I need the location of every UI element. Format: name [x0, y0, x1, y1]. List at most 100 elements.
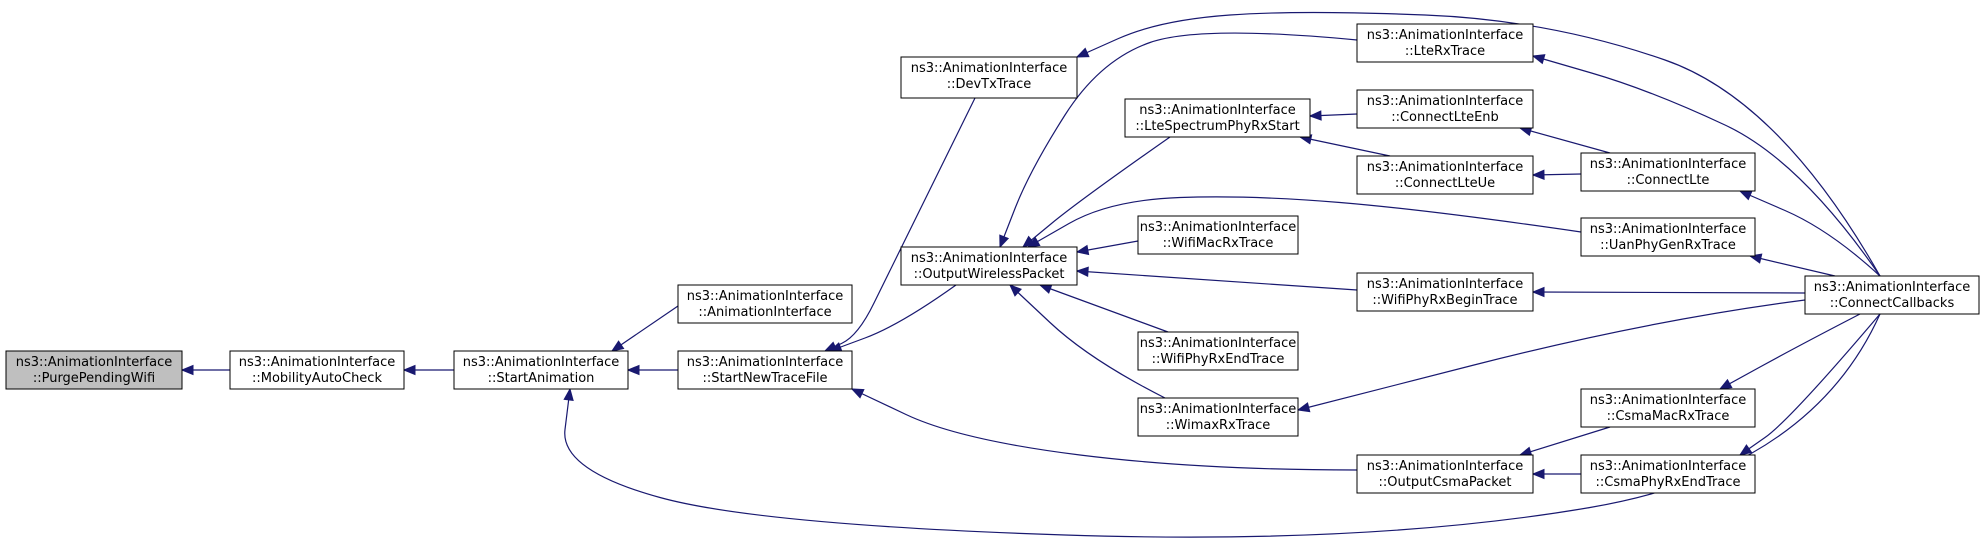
- edge-line: [1022, 136, 1171, 248]
- edge-animif-to-startanim: [610, 305, 679, 352]
- edges-layer: [180, 11, 1881, 538]
- node-label-line2: ::StartAnimation: [488, 371, 595, 386]
- node-box: [1580, 152, 1756, 192]
- edge-line: [1519, 426, 1611, 456]
- node-connlte[interactable]: ns3::AnimationInterface::ConnectLte: [1580, 152, 1756, 192]
- edge-connlte-to-connlteenb: [1518, 126, 1611, 154]
- edge-csmamac-to-outcsma: [1518, 426, 1611, 457]
- node-csmaphyend[interactable]: ns3::AnimationInterface::CsmaPhyRxEndTra…: [1580, 454, 1756, 494]
- edge-mobility-to-purge: [180, 364, 230, 376]
- node-label-line1: ns3::AnimationInterface: [1140, 402, 1297, 417]
- edge-wifimac-to-outwireless: [1075, 240, 1139, 256]
- edge-csmaphyend-to-outcsma: [1531, 468, 1581, 480]
- edge-startanim-to-mobility: [402, 364, 454, 376]
- node-wimax[interactable]: ns3::AnimationInterface::WimaxRxTrace: [1137, 397, 1299, 437]
- edge-line: [824, 97, 976, 352]
- node-box: [1580, 388, 1756, 428]
- node-label-line2: ::PurgePendingWifi: [33, 371, 155, 386]
- edge-line: [1749, 255, 1836, 277]
- node-startanim[interactable]: ns3::AnimationInterface::StartAnimation: [453, 350, 629, 390]
- node-label-line1: ns3::AnimationInterface: [911, 61, 1068, 76]
- edge-connlteue-to-ltespec: [1298, 134, 1391, 157]
- node-label-line1: ns3::AnimationInterface: [1139, 103, 1296, 118]
- node-mobility[interactable]: ns3::AnimationInterface::MobilityAutoChe…: [229, 350, 405, 390]
- edge-conncb-to-csmamac: [1718, 313, 1861, 390]
- node-label-line1: ns3::AnimationInterface: [1367, 277, 1524, 292]
- edge-line: [1739, 313, 1881, 456]
- edge-conncb-to-uanphy: [1748, 253, 1836, 277]
- arrowhead-icon: [1075, 244, 1090, 256]
- edge-line: [999, 32, 1358, 248]
- node-startnew[interactable]: ns3::AnimationInterface::StartNewTraceFi…: [677, 350, 853, 390]
- node-box: [229, 350, 405, 390]
- edge-ltespec-to-outwireless: [1021, 136, 1171, 248]
- node-purge[interactable]: ns3::AnimationInterface::PurgePendingWif…: [5, 350, 183, 390]
- arrowhead-icon: [1531, 169, 1545, 181]
- node-connlteenb[interactable]: ns3::AnimationInterface::ConnectLteEnb: [1356, 89, 1534, 129]
- node-wifiphybegin[interactable]: ns3::AnimationInterface::WifiPhyRxBeginT…: [1356, 272, 1534, 312]
- arrowhead-icon: [1009, 284, 1022, 297]
- node-label-line2: ::MobilityAutoCheck: [252, 371, 382, 386]
- node-label-line1: ns3::AnimationInterface: [1590, 157, 1747, 172]
- node-label-line2: ::AnimationInterface: [698, 305, 831, 320]
- node-lterx[interactable]: ns3::AnimationInterface::LteRxTrace: [1356, 23, 1534, 63]
- node-wifimac[interactable]: ns3::AnimationInterface::WifiMacRxTrace: [1137, 215, 1299, 255]
- edge-line: [1009, 284, 1166, 399]
- node-label-line2: ::WifiPhyRxEndTrace: [1152, 352, 1285, 367]
- node-label-line1: ns3::AnimationInterface: [911, 251, 1068, 266]
- edge-wifiphyend-to-outwireless: [1038, 284, 1169, 333]
- edge-line: [1039, 284, 1169, 333]
- node-csmamac[interactable]: ns3::AnimationInterface::CsmaMacRxTrace: [1580, 388, 1756, 428]
- node-label-line1: ns3::AnimationInterface: [16, 355, 173, 370]
- node-label-line2: ::ConnectCallbacks: [1830, 296, 1955, 311]
- node-label-line1: ns3::AnimationInterface: [239, 355, 396, 370]
- edge-lterx-to-outwireless: [999, 32, 1358, 249]
- node-label-line2: ::OutputWirelessPacket: [914, 267, 1065, 282]
- arrowhead-icon: [1738, 190, 1753, 201]
- edge-line: [851, 388, 1358, 471]
- node-box: [1356, 454, 1534, 494]
- edge-conncb-to-wimax: [1296, 299, 1806, 413]
- node-animif[interactable]: ns3::AnimationInterface::AnimationInterf…: [677, 284, 853, 324]
- edge-conncb-to-wifiphybegin: [1531, 286, 1806, 298]
- node-box: [1124, 98, 1311, 138]
- edge-startnew-to-startanim: [626, 364, 678, 376]
- edge-conncb-to-devtx: [1075, 11, 1881, 277]
- node-box: [1137, 331, 1299, 371]
- node-label-line1: ns3::AnimationInterface: [1140, 336, 1297, 351]
- node-outcsma[interactable]: ns3::AnimationInterface::OutputCsmaPacke…: [1356, 454, 1534, 494]
- arrowhead-icon: [850, 388, 865, 399]
- node-uanphy[interactable]: ns3::AnimationInterface::UanPhyGenRxTrac…: [1580, 217, 1756, 257]
- node-label-line2: ::StartNewTraceFile: [702, 371, 827, 386]
- edge-uanphy-to-outwireless: [1026, 196, 1582, 248]
- node-label-line2: ::CsmaPhyRxEndTrace: [1596, 475, 1741, 490]
- edge-line: [1532, 55, 1881, 277]
- node-wifiphyend[interactable]: ns3::AnimationInterface::WifiPhyRxEndTra…: [1137, 331, 1299, 371]
- node-devtx[interactable]: ns3::AnimationInterface::DevTxTrace: [900, 56, 1078, 99]
- arrowhead-icon: [563, 387, 574, 402]
- node-label-line1: ns3::AnimationInterface: [1140, 220, 1297, 235]
- edge-line: [1027, 196, 1582, 248]
- node-label-line1: ns3::AnimationInterface: [1590, 393, 1747, 408]
- node-label-line2: ::LteRxTrace: [1405, 44, 1485, 59]
- node-connlteue[interactable]: ns3::AnimationInterface::ConnectLteUe: [1356, 155, 1534, 195]
- node-box: [1580, 217, 1756, 257]
- node-box: [453, 350, 629, 390]
- node-label-line2: ::UanPhyGenRxTrace: [1600, 238, 1736, 253]
- arrowhead-icon: [626, 364, 640, 376]
- edge-line: [1519, 127, 1611, 154]
- node-label-line1: ns3::AnimationInterface: [687, 289, 844, 304]
- arrowhead-icon: [610, 340, 625, 352]
- arrowhead-icon: [1021, 235, 1036, 248]
- edge-line: [1076, 270, 1358, 291]
- node-outwireless[interactable]: ns3::AnimationInterface::OutputWirelessP…: [900, 246, 1078, 286]
- node-label-line2: ::DevTxTrace: [947, 77, 1032, 92]
- node-label-line2: ::WifiPhyRxBeginTrace: [1372, 293, 1517, 308]
- node-box: [677, 284, 853, 324]
- node-box: [1137, 215, 1299, 255]
- node-conncb[interactable]: ns3::AnimationInterface::ConnectCallback…: [1804, 275, 1980, 315]
- node-ltespec[interactable]: ns3::AnimationInterface::LteSpectrumPhyR…: [1124, 98, 1311, 138]
- edge-line: [1719, 313, 1861, 390]
- node-box: [1356, 272, 1534, 312]
